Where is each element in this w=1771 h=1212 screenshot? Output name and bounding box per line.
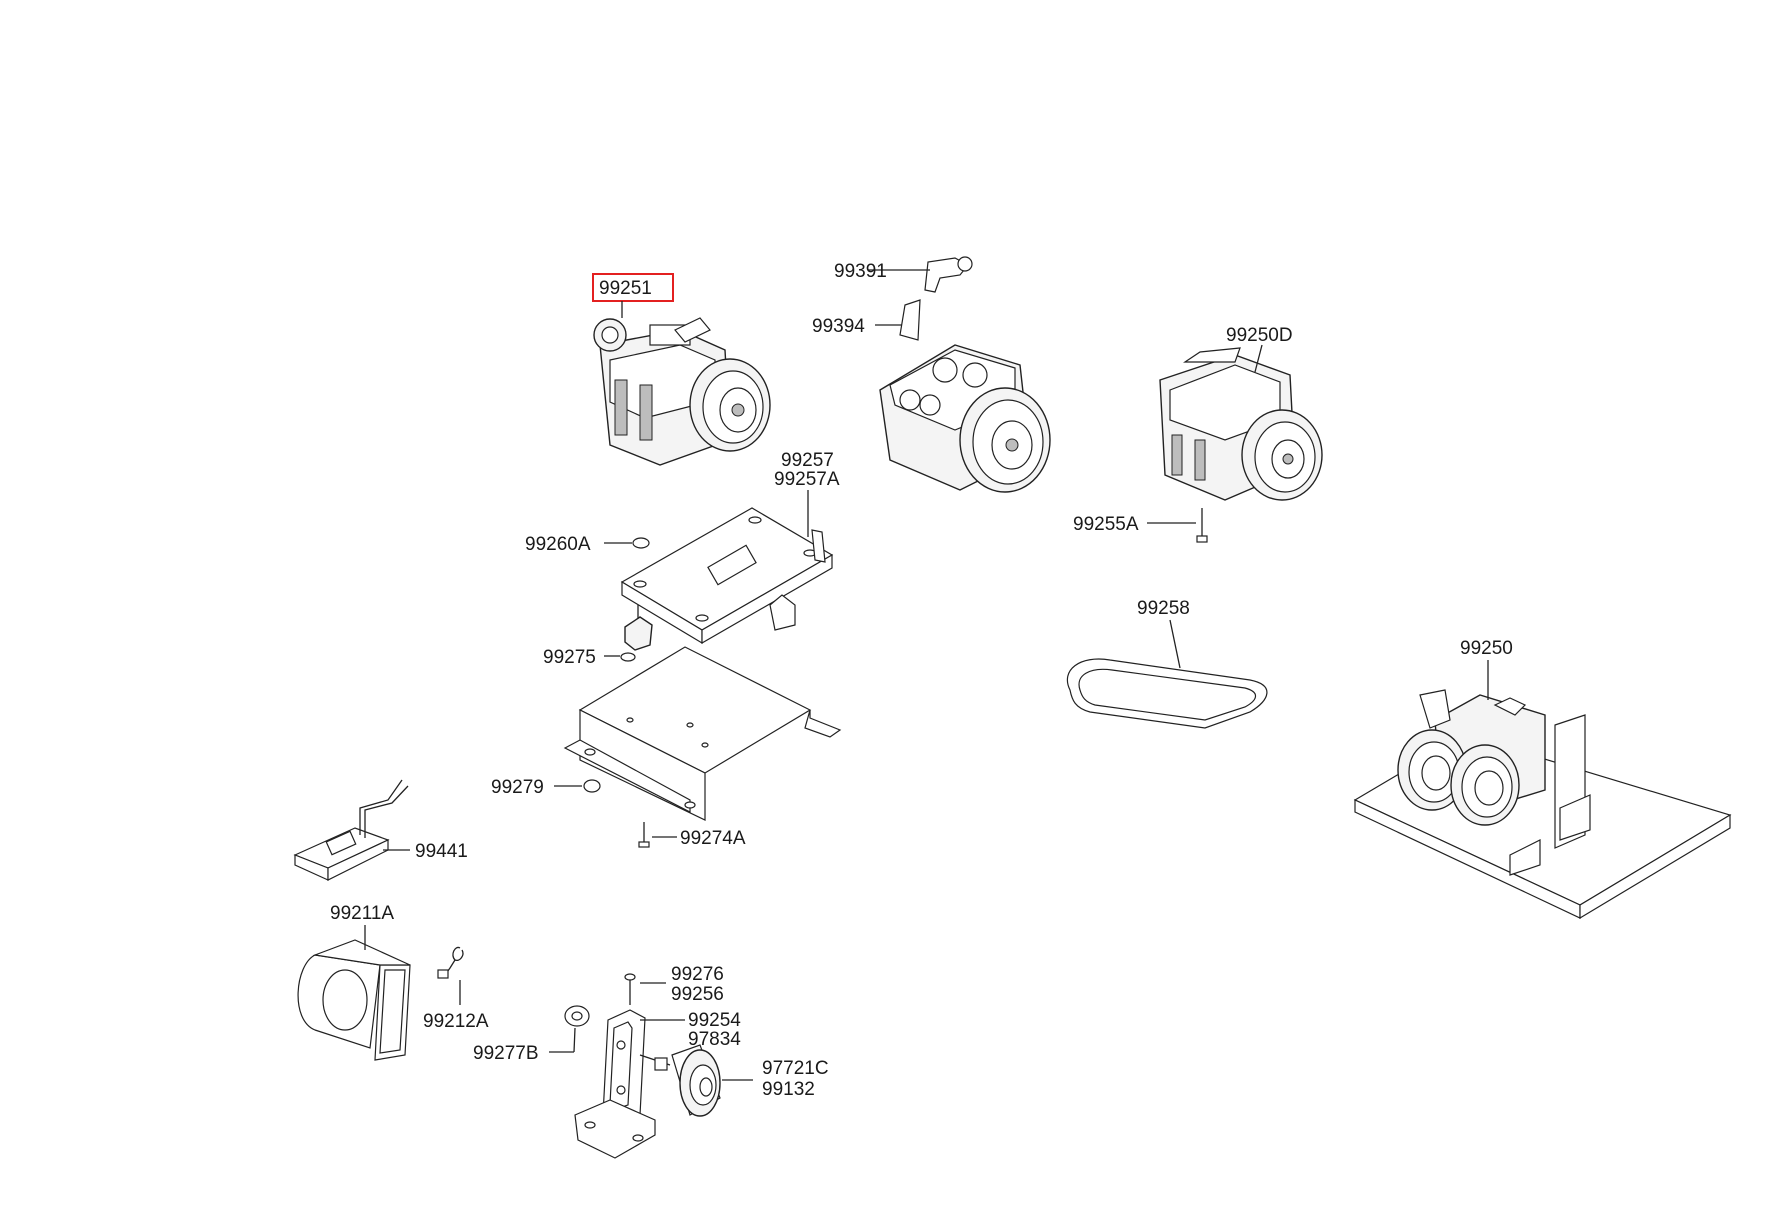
idler-bracket-99254[interactable]: [574, 1009, 656, 1159]
highlight-box: [592, 273, 674, 302]
label-99279[interactable]: 99279: [491, 777, 544, 798]
switch-99441[interactable]: [293, 779, 409, 881]
compressor-99251[interactable]: [593, 317, 771, 466]
label-99250[interactable]: 99250: [1460, 638, 1513, 659]
bolt-99255A[interactable]: [1196, 508, 1208, 543]
label-99250D[interactable]: 99250D: [1226, 325, 1293, 346]
label-99211A[interactable]: 99211A: [330, 903, 394, 924]
base-plate: [563, 646, 842, 821]
label-99255A[interactable]: 99255A: [1073, 514, 1139, 535]
label-99391[interactable]: 99391: [834, 261, 887, 282]
label-99257A[interactable]: 99257A: [774, 469, 840, 490]
label-97721C[interactable]: 97721C: [762, 1058, 829, 1079]
belt-99258[interactable]: [1066, 658, 1268, 729]
sensor-99212A[interactable]: [437, 946, 464, 979]
mount-99275[interactable]: [620, 605, 653, 662]
label-99257[interactable]: 99257: [781, 450, 834, 471]
label-99254[interactable]: 99254: [688, 1010, 741, 1031]
label-99132[interactable]: 99132: [762, 1079, 815, 1100]
label-99258[interactable]: 99258: [1137, 598, 1190, 619]
nut-99277B[interactable]: [564, 1005, 590, 1027]
label-99275[interactable]: 99275: [543, 647, 596, 668]
label-99394[interactable]: 99394: [812, 316, 865, 337]
bolt-99276[interactable]: [624, 973, 636, 1005]
label-99276[interactable]: 99276: [671, 964, 724, 985]
washer-99260A[interactable]: [632, 537, 650, 549]
label-99256[interactable]: 99256: [671, 984, 724, 1005]
idler-pulley-97721C[interactable]: [639, 1044, 721, 1117]
label-99277B[interactable]: 99277B: [473, 1043, 539, 1064]
label-97834[interactable]: 97834: [688, 1029, 741, 1050]
assembly-99250[interactable]: [1353, 689, 1732, 920]
nut-99279[interactable]: [583, 779, 601, 793]
label-99274A[interactable]: 99274A: [680, 828, 746, 849]
label-99212A[interactable]: 99212A: [423, 1011, 489, 1032]
bracket-plate-99257[interactable]: [620, 507, 834, 645]
label-99441[interactable]: 99441: [415, 841, 468, 862]
label-99251[interactable]: 99251: [599, 278, 652, 299]
blower-99211A[interactable]: [297, 939, 411, 1061]
compressor-99394[interactable]: [879, 256, 1051, 493]
label-99260A[interactable]: 99260A: [525, 534, 591, 555]
bolt-99274A[interactable]: [638, 822, 650, 848]
compressor-99250D[interactable]: [1159, 347, 1323, 501]
